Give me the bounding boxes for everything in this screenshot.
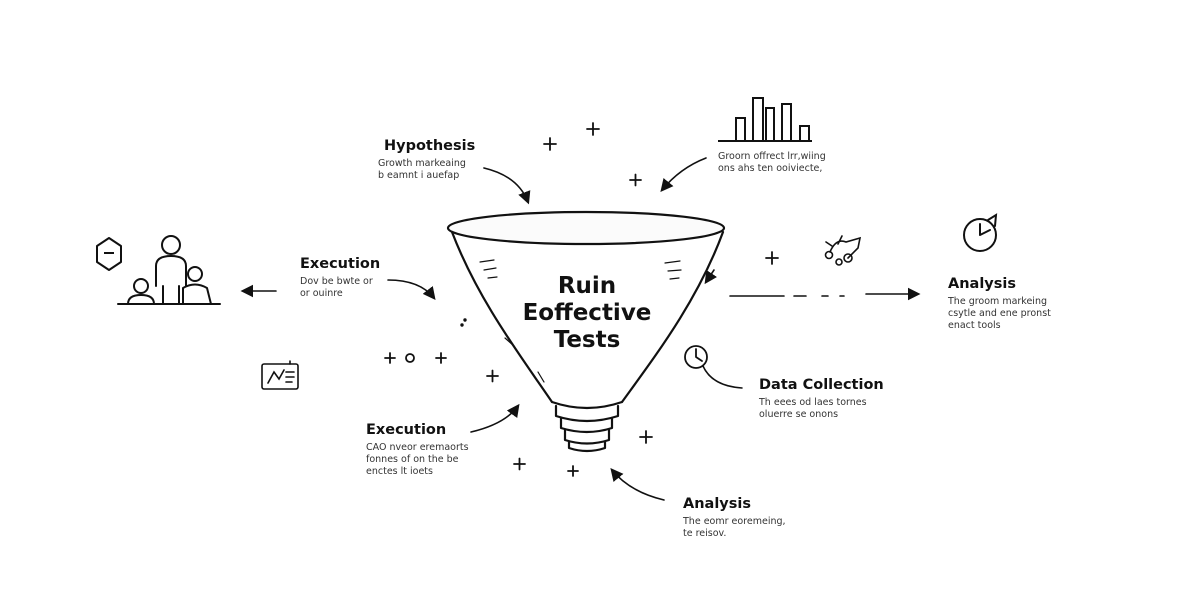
- description-line: The groom markeing: [948, 296, 1047, 307]
- bar-chart-icon: [718, 97, 812, 142]
- arrow-top-right: [660, 157, 707, 192]
- analysis-right-heading: Analysis: [948, 276, 1016, 292]
- bicycle-icon: [824, 235, 862, 266]
- analysis-bottom-description: The eomr eoremeing, te reisov.: [683, 516, 786, 540]
- clock-icon: [963, 213, 998, 252]
- funnel-title-line: Tests: [553, 327, 621, 353]
- presentation-board-icon: [261, 360, 299, 390]
- funnel-title: Ruin Eoffective Tests: [507, 273, 667, 354]
- description-line: ons ahs ten ooiviecte,: [718, 163, 823, 174]
- arrows: [240, 157, 921, 501]
- execution-top-heading: Execution: [300, 256, 381, 272]
- funnel-title-line: Eoffective: [522, 300, 652, 326]
- description-line: or ouinre: [300, 288, 343, 299]
- data-collection-heading: Data Collection: [759, 377, 884, 393]
- analysis-right-description: The groom markeing csytle and ene pronst…: [948, 296, 1051, 332]
- description-line: CAO nveor eremaorts: [366, 442, 469, 453]
- funnel: [446, 210, 726, 453]
- hypothesis-description: Growth markeaing b eamnt i auefap: [378, 158, 466, 182]
- description-line: te reisov.: [683, 528, 727, 539]
- top-right-description: Groorn offrect lrr,wiing ons ahs ten ooi…: [718, 151, 826, 175]
- funnel-title-line: Ruin: [557, 273, 617, 299]
- description-line: enctes lt ioets: [366, 466, 433, 477]
- data-collection-description: Th eees od laes tornes oluerre se onons: [759, 397, 867, 421]
- arrow-funnel-side: [704, 269, 718, 285]
- shield-icon: [96, 237, 122, 271]
- description-line: oluerre se onons: [759, 409, 839, 420]
- analysis-bottom-heading: Analysis: [683, 496, 751, 512]
- arrow-analysis-bottom: [610, 468, 665, 501]
- description-line: enact tools: [948, 320, 1001, 331]
- arrow-hypothesis: [483, 167, 531, 205]
- plus-decorations: [384, 122, 779, 477]
- description-line: Th eees od laes tornes: [759, 397, 867, 408]
- execution-top-description: Dov be bwte or or ouinre: [300, 276, 373, 300]
- execution-bottom-description: CAO nveor eremaorts fonnes of on the be …: [366, 442, 469, 478]
- description-line: b eamnt i auefap: [378, 170, 460, 181]
- description-line: fonnes of on the be: [366, 454, 459, 465]
- description-line: Growth markeaing: [378, 158, 466, 169]
- arrow-execution-top: [387, 279, 436, 301]
- team-icon: [117, 235, 221, 305]
- clock-small-icon: [684, 345, 708, 369]
- arrow-execution-bottom: [470, 403, 520, 433]
- data-collection-connector: [702, 365, 743, 389]
- description-line: csytle and ene pronst: [948, 308, 1051, 319]
- hypothesis-heading: Hypothesis: [384, 138, 476, 154]
- description-line: Groorn offrect lrr,wiing: [718, 151, 826, 162]
- description-line: Dov be bwte or: [300, 276, 373, 287]
- description-line: The eomr eoremeing,: [683, 516, 786, 527]
- execution-bottom-heading: Execution: [366, 422, 447, 438]
